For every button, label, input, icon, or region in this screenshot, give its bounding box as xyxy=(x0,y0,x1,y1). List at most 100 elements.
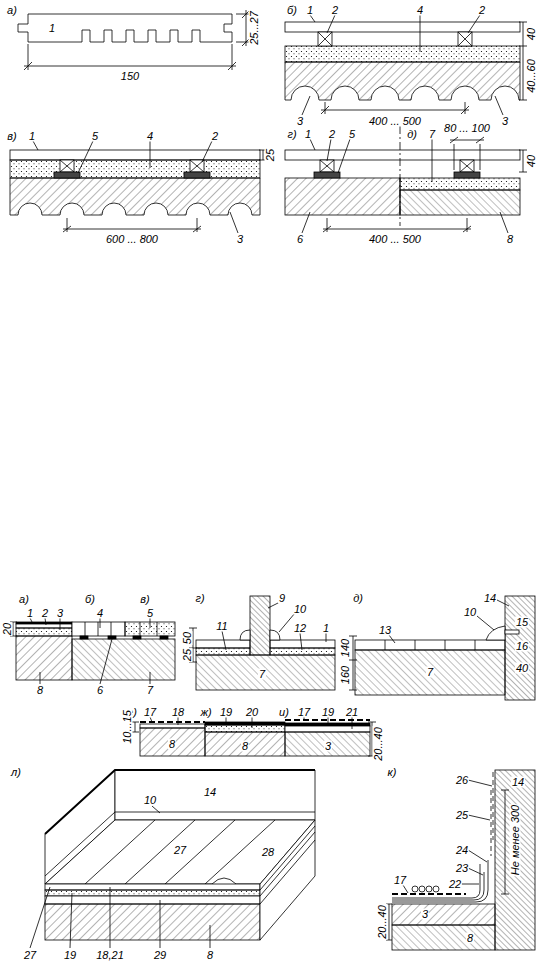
callout-number: 10 xyxy=(463,607,477,618)
callout-number: 12 xyxy=(293,623,307,634)
view-letter: д) xyxy=(352,593,364,604)
view-letter: ж) xyxy=(199,707,212,718)
callout-number: 7 xyxy=(428,129,436,140)
dimension: 600 ... 800 xyxy=(105,234,159,245)
callout-number: 11 xyxy=(215,621,228,632)
joist-on-slab-section xyxy=(285,126,527,233)
callout-number: 10 xyxy=(293,604,307,615)
view-letter: в) xyxy=(6,131,17,142)
view-letter: г) xyxy=(194,593,205,604)
callout-number: 27 xyxy=(173,845,187,856)
dimension: 20 xyxy=(2,622,13,636)
callout-number: 3 xyxy=(56,608,64,619)
callout-number: 19 xyxy=(63,950,77,961)
joist-floor-section xyxy=(285,15,527,115)
thin-floor-layers xyxy=(131,717,376,756)
callout-number: 8 xyxy=(466,933,474,944)
callout-number: 5 xyxy=(146,608,154,619)
callout-number: 2 xyxy=(328,129,336,140)
callout-number: 8 xyxy=(206,950,214,961)
callout-number: 19 xyxy=(219,707,233,718)
callout-number: 28 xyxy=(261,847,275,858)
callout-number: 8 xyxy=(36,685,44,696)
dimension: 40...60 xyxy=(526,58,537,94)
callout-number: 3 xyxy=(236,234,244,245)
callout-number: 1 xyxy=(48,23,56,34)
callout-number: 15 xyxy=(515,617,529,628)
dimension: 40 xyxy=(515,663,529,674)
callout-number: 2 xyxy=(478,5,486,16)
callout-number: 20 xyxy=(245,707,259,718)
callout-number: 4 xyxy=(96,608,104,619)
callout-number: 3 xyxy=(421,909,429,920)
dimension: 40 xyxy=(526,27,537,41)
dimension: Не менее 300 xyxy=(510,804,521,876)
callout-number: 1 xyxy=(26,608,34,619)
view-letter: б) xyxy=(286,5,298,16)
view-letter: л) xyxy=(10,767,22,778)
callout-number: 6 xyxy=(296,234,304,245)
callout-number: 8 xyxy=(168,739,176,750)
callout-number: 29 xyxy=(153,950,167,961)
callout-number: 7 xyxy=(146,685,154,696)
callout-number: 25 xyxy=(455,810,469,821)
wall-plinth-section xyxy=(349,596,535,700)
callout-number: 14 xyxy=(203,787,217,798)
dimension: 20...40 xyxy=(373,726,384,762)
callout-number: 22 xyxy=(448,879,462,890)
waterproofing-wall-detail xyxy=(386,770,535,950)
callout-number: 2 xyxy=(41,608,49,619)
dimension: 25 xyxy=(265,148,276,162)
callout-number: 24 xyxy=(455,845,469,856)
callout-number: 1 xyxy=(322,623,330,634)
callout-number: 17 xyxy=(393,875,407,886)
callout-number: 2 xyxy=(211,131,219,142)
view-letter: б) xyxy=(84,594,96,605)
callout-number: 8 xyxy=(506,234,514,245)
view-letter: д) xyxy=(406,129,418,140)
callout-number: 4 xyxy=(416,5,424,16)
callout-number: 19 xyxy=(321,707,335,718)
callout-number: 7 xyxy=(426,667,434,678)
dimension: 150 xyxy=(120,71,140,82)
callout-number: 1 xyxy=(28,131,36,142)
dimension: 25 xyxy=(182,648,193,662)
callout-number: 8 xyxy=(241,741,249,752)
callout-number: 13 xyxy=(378,625,392,636)
dimension: 400 ... 500 xyxy=(368,116,422,127)
callout-number: 18,21 xyxy=(95,950,125,961)
callout-number: 23 xyxy=(455,863,469,874)
callout-number: 21 xyxy=(345,707,359,718)
callout-number: 17 xyxy=(143,707,157,718)
view-letter: а) xyxy=(6,5,18,16)
view-letter: и) xyxy=(278,707,290,718)
callout-number: 5 xyxy=(348,129,356,140)
dimension: 80 ... 100 xyxy=(443,123,491,134)
callout-number: 10 xyxy=(143,795,157,806)
view-letter: в) xyxy=(139,594,150,605)
callout-number: 5 xyxy=(91,131,99,142)
callout-number: 14 xyxy=(483,593,497,604)
callout-number: 3 xyxy=(324,741,332,752)
callout-number: 16 xyxy=(515,641,529,652)
callout-number: 27 xyxy=(23,950,37,961)
dimension: 160 xyxy=(340,665,351,685)
callout-number: 1 xyxy=(306,5,314,16)
dimension: 140 xyxy=(340,638,351,658)
callout-number: 2 xyxy=(331,5,339,16)
callout-number: 3 xyxy=(501,116,509,127)
linoleum-floor-perspective xyxy=(30,770,315,948)
callout-number: 18 xyxy=(171,707,185,718)
dimension: 400 ... 500 xyxy=(368,234,422,245)
callout-number: 7 xyxy=(258,669,266,680)
dimension: 25...27 xyxy=(249,10,260,46)
callout-number: 6 xyxy=(96,685,104,696)
callout-number: 9 xyxy=(278,593,286,604)
view-letter: к) xyxy=(387,767,398,778)
view-letter: а) xyxy=(18,594,30,605)
callout-number: 26 xyxy=(455,775,469,786)
dimension: 10...15 xyxy=(122,709,133,745)
